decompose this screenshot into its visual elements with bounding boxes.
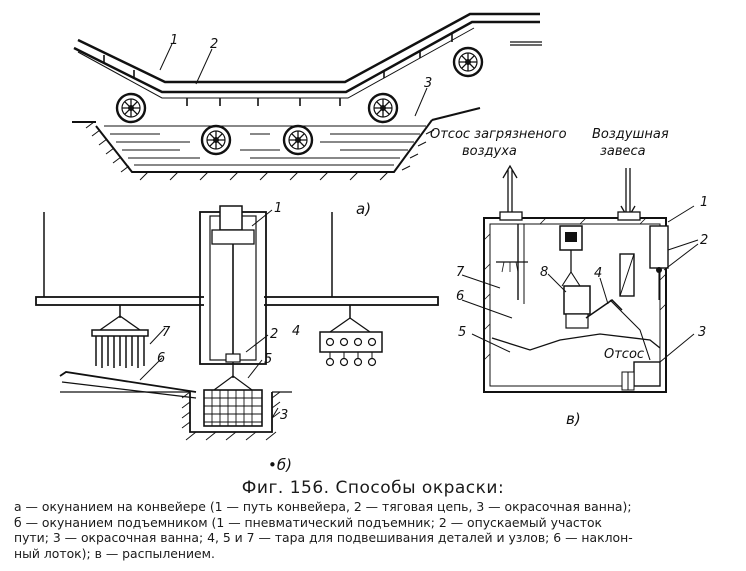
panel-c-label-5: 5 (458, 325, 466, 340)
exhaust-label-line2: воздуха (462, 144, 517, 159)
panel-c-label-8: 8 (540, 265, 548, 280)
exhaust-label-line1: Отсос загрязненого (430, 127, 567, 142)
panel-b-label-2: 2 (270, 327, 278, 342)
panel-a-dip-conveyor: 1 2 3 а) (72, 12, 542, 218)
caption-line: б — окунанием подъемником (1 — пневматич… (14, 514, 603, 530)
curtain-label-line1: Воздушная (592, 127, 669, 142)
panel-a-label-3: 3 (424, 76, 432, 91)
panel-a-tag: а) (356, 200, 371, 218)
caption-line: а — окунанием на конвейере (1 — путь кон… (14, 499, 632, 514)
panel-b-label-5: 5 (264, 352, 272, 367)
panel-c-label-6: 6 (456, 289, 464, 304)
caption-line: ный лоток); в — распылением. (14, 545, 215, 561)
panel-c-label-3: 3 (698, 325, 706, 340)
panel-b-label-6: 6 (157, 351, 165, 366)
caption-title: Фиг. 156. Способы окраски: (241, 478, 505, 498)
panel-b-dip-hoist: 1 2 3 4 5 6 7 •б) (35, 201, 439, 474)
panel-b-label-1: 1 (274, 201, 282, 216)
panel-a-label-2: 2 (210, 37, 218, 52)
curtain-label-line2: завеса (600, 144, 646, 159)
caption-line: пути; 3 — окрасочная ванна; 4, 5 и 7 — т… (14, 530, 633, 545)
panel-b-label-3: 3 (280, 408, 288, 423)
panel-c-tag: в) (566, 410, 581, 428)
panel-c-label-1: 1 (700, 195, 708, 210)
panel-b-label-4: 4 (292, 324, 300, 339)
panel-a-label-1: 1 (170, 33, 178, 48)
panel-b-tag: •б) (268, 456, 292, 474)
panel-b-label-7: 7 (162, 325, 171, 340)
panel-c-label-4: 4 (594, 266, 602, 281)
panel-c-spray-booth: Отсос загрязненого воздуха Воздушная зав… (430, 127, 708, 428)
panel-c-label-2: 2 (700, 233, 708, 248)
panel-c-label-7: 7 (456, 265, 465, 280)
caption-body: а — окунанием на конвейере (1 — путь кон… (14, 499, 736, 561)
suction-label: Отсос (604, 347, 644, 362)
